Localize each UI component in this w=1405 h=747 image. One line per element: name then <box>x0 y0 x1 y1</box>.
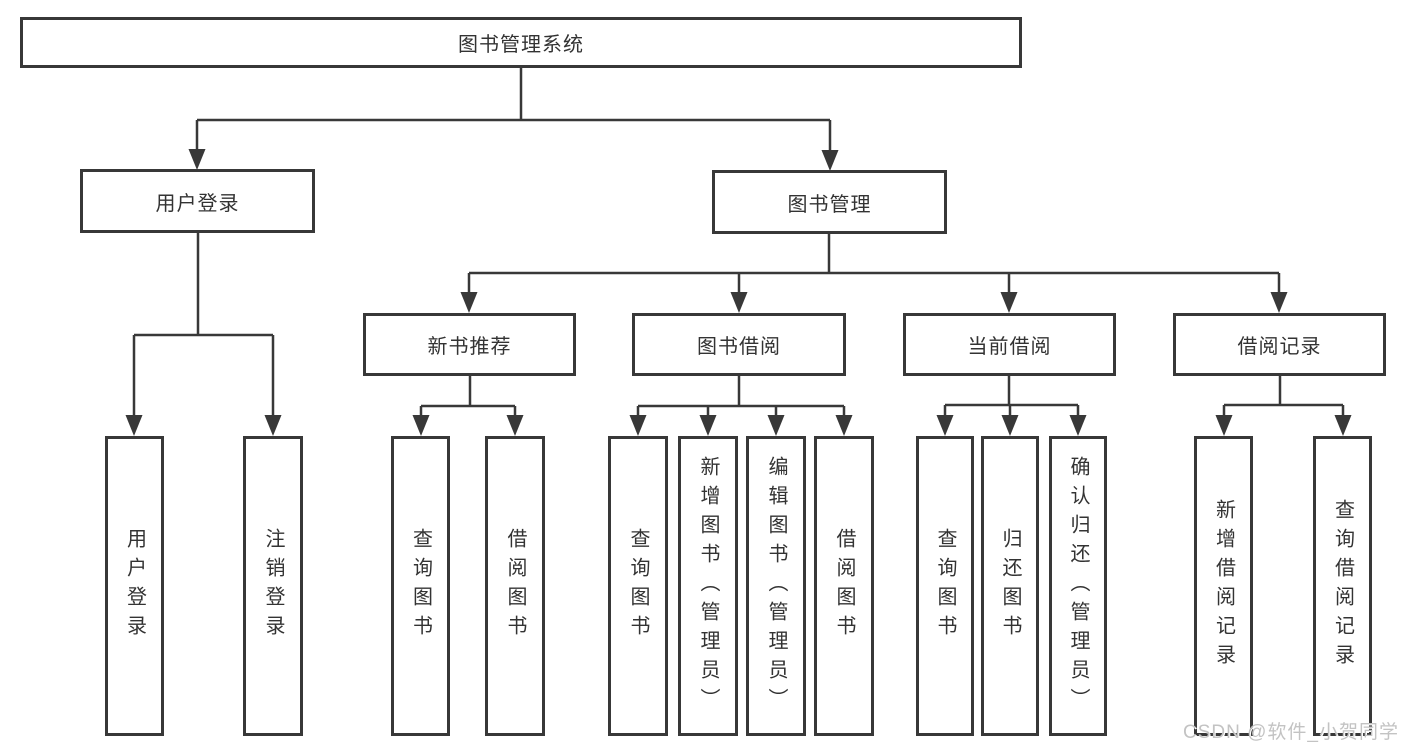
leaf-borrow-books-borrowing: 借阅图书 <box>814 436 874 736</box>
leaf-add-borrow-record-label: 新增借阅记录 <box>1212 499 1235 673</box>
leaf-query-books-recommend: 查询图书 <box>391 436 450 736</box>
leaf-user-login-label: 用户登录 <box>123 528 146 644</box>
node-book-borrowing: 图书借阅 <box>632 313 846 376</box>
leaf-logout-label: 注销登录 <box>262 528 284 644</box>
leaf-borrow-books-recommend: 借阅图书 <box>485 436 545 736</box>
leaf-query-books-current-label: 查询图书 <box>934 528 956 644</box>
leaf-borrow-books-recommend-label: 借阅图书 <box>504 528 526 644</box>
leaf-borrow-books-borrowing-label: 借阅图书 <box>833 528 855 644</box>
leaf-query-books-borrowing: 查询图书 <box>608 436 668 736</box>
leaf-confirm-return-admin: 确认归还（管理员） <box>1049 436 1107 736</box>
arrowheads <box>125 149 1352 436</box>
leaf-return-book-label: 归还图书 <box>999 528 1021 644</box>
leaf-edit-book-admin: 编辑图书（管理员） <box>746 436 806 736</box>
leaf-user-login: 用户登录 <box>105 436 164 736</box>
node-book-management: 图书管理 <box>712 170 947 234</box>
leaf-query-books-recommend-label: 查询图书 <box>409 528 432 644</box>
node-library-management-system: 图书管理系统 <box>20 17 1022 68</box>
leaf-query-borrow-record: 查询借阅记录 <box>1313 436 1372 736</box>
leaf-query-books-current: 查询图书 <box>916 436 974 736</box>
leaf-add-book-admin: 新增图书（管理员） <box>678 436 738 736</box>
leaf-logout: 注销登录 <box>243 436 303 736</box>
leaf-add-book-admin-label: 新增图书（管理员） <box>697 455 719 717</box>
leaf-query-books-borrowing-label: 查询图书 <box>627 528 649 644</box>
node-new-book-recommendation: 新书推荐 <box>363 313 576 376</box>
node-borrowing-records: 借阅记录 <box>1173 313 1386 376</box>
leaf-confirm-return-admin-label: 确认归还（管理员） <box>1067 455 1089 717</box>
watermark: CSDN @软件_小贺同学 <box>1183 722 1399 743</box>
node-current-borrowing: 当前借阅 <box>903 313 1116 376</box>
leaf-query-borrow-record-label: 查询借阅记录 <box>1331 499 1354 673</box>
leaf-edit-book-admin-label: 编辑图书（管理员） <box>765 455 787 717</box>
leaf-add-borrow-record: 新增借阅记录 <box>1194 436 1253 736</box>
leaf-return-book: 归还图书 <box>981 436 1039 736</box>
node-user-login: 用户登录 <box>80 169 315 233</box>
